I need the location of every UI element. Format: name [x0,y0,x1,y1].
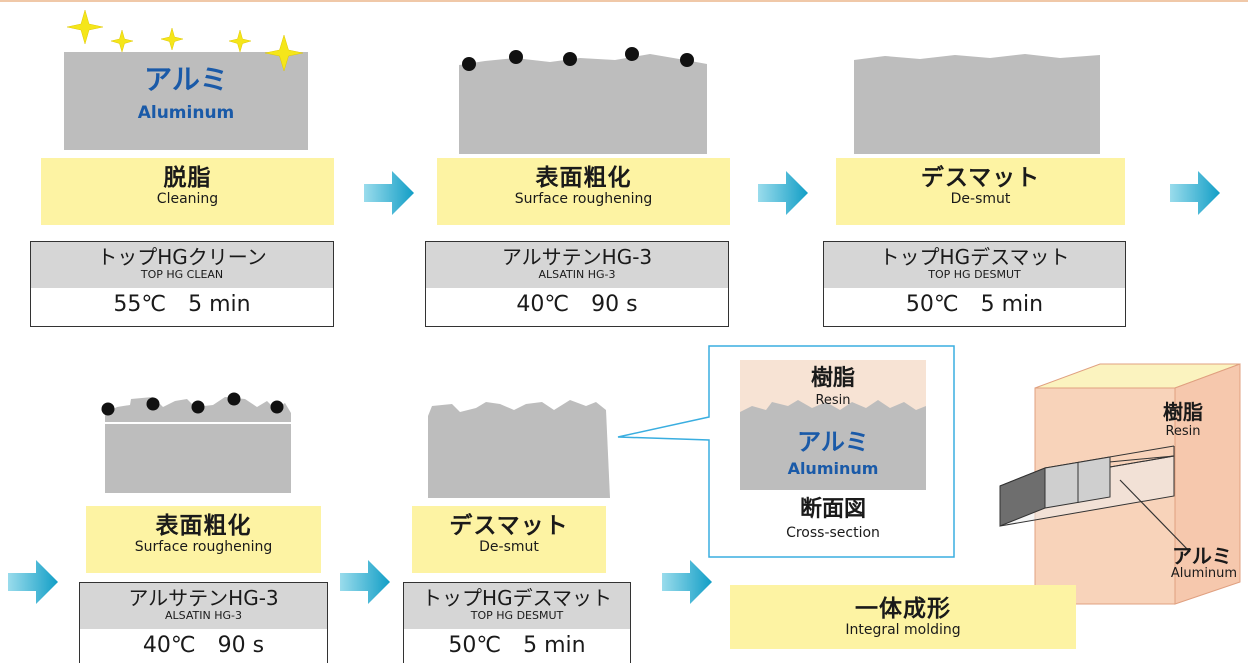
aluminum-label-jp: アルミ [797,428,869,456]
step-label-jp: 表面粗化 [535,165,632,191]
product-name: トップHGデスマット [422,586,612,610]
flow-arrow-icon [662,560,712,604]
step-label-en: Cleaning [156,191,219,207]
desmutted-aluminum-block [854,54,1100,154]
product-code: TOP HG CLEAN [140,268,224,281]
cross-section-title-jp: 断面図 [799,497,866,522]
aluminum-label-en: Aluminum [787,459,879,478]
smut-particle [680,53,694,67]
step-label-jp: デスマット [920,165,1041,191]
process-info-cleaning: トップHGクリーン TOP HG CLEAN 55℃ 5 min [30,241,334,327]
roughened-aluminum-block [459,47,707,154]
step-label-en: De-smut [479,539,539,555]
resin-label-jp: 樹脂 [810,366,855,391]
smut-particle [146,397,160,411]
top-border [0,0,1248,2]
aluminum-3d-label-en: Aluminum [1170,566,1238,581]
aluminum-3d-label-jp: アルミ [1172,544,1232,568]
smut-particle [191,400,205,414]
resin-label-en: Resin [815,393,851,408]
process-condition: 40℃ 90 s [516,292,638,317]
smut-particle [462,57,476,71]
process-info-roughening: アルサテンHG-3 ALSATIN HG-3 40℃ 90 s [425,241,729,327]
process-condition: 50℃ 5 min [448,633,586,658]
step-label-desmut-2: デスマット De-smut [412,506,606,573]
sparkle-icons [66,9,304,72]
product-name: アルサテンHG-3 [501,245,653,269]
aluminum-cross-section [740,400,926,490]
process-info-roughening-2: アルサテンHG-3 ALSATIN HG-3 40℃ 90 s [79,582,328,663]
aluminum-label-jp: アルミ [144,63,228,96]
step-label-jp: 脱脂 [163,165,212,191]
sparkle-icon [66,9,104,45]
flow-arrow-icon [1170,171,1220,215]
resin-3d-label-en: Resin [1165,424,1201,439]
smut-particle [563,52,577,66]
step-label-en: De-smut [950,191,1011,207]
aluminum-block [64,52,308,150]
product-name: アルサテンHG-3 [128,586,279,610]
flow-arrow-icon [758,171,808,215]
process-info-desmut: トップHGデスマット TOP HG DESMUT 50℃ 5 min [823,241,1126,327]
smut-particle [270,400,284,414]
flow-arrow-icon [364,171,414,215]
product-name: トップHGクリーン [97,245,267,269]
step-label-roughening: 表面粗化 Surface roughening [437,158,730,225]
step-label-roughening-2: 表面粗化 Surface roughening [86,506,321,573]
flow-arrow-icon [8,560,58,604]
step-label-en: Surface roughening [134,539,273,555]
step-label-jp: 表面粗化 [155,513,252,539]
process-condition: 50℃ 5 min [905,292,1044,317]
desmutted-aluminum-block-2 [428,400,610,498]
resin-3d-label-jp: 樹脂 [1163,400,1203,424]
step-label-integral-molding: 一体成形 Integral molding [730,585,1076,649]
smut-particle [509,50,523,64]
smut-particle [625,47,639,61]
product-code: ALSATIN HG-3 [538,268,616,281]
flow-arrow-icon [340,560,390,604]
step-label-cleaning: 脱脂 Cleaning [41,158,334,225]
step-label-jp: デスマット [449,513,569,539]
step-label-desmut: デスマット De-smut [836,158,1125,225]
product-code: TOP HG DESMUT [928,268,1021,281]
product-code: TOP HG DESMUT [470,609,564,622]
aluminum-label-en: Aluminum [137,103,235,123]
sparkle-icon [264,34,304,72]
sparkle-icon [228,29,252,53]
product-name: トップHGデスマット [879,245,1070,269]
sparkle-icon [110,29,134,53]
step-label-en: Surface roughening [514,191,653,207]
smut-particle [227,392,241,406]
step-label-en: Integral molding [845,622,961,638]
process-info-desmut-2: トップHGデスマット TOP HG DESMUT 50℃ 5 min [403,582,631,663]
roughened-aluminum-block-2 [101,392,291,493]
process-condition: 40℃ 90 s [142,633,265,658]
process-condition: 55℃ 5 min [113,292,251,317]
step-label-jp: 一体成形 [855,596,951,622]
product-code: ALSATIN HG-3 [165,609,242,622]
cross-section-title-en: Cross-section [786,525,880,541]
smut-particle [101,402,115,416]
sparkle-icon [160,27,184,51]
integral-molding-3d [999,363,1241,605]
